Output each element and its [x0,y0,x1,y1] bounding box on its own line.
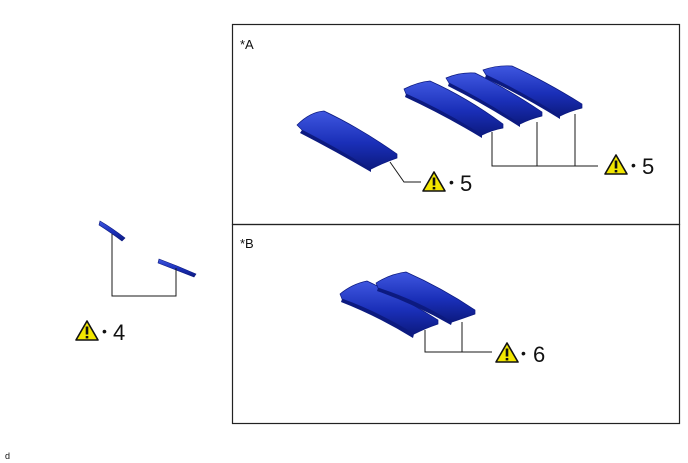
callout-bullet: • [449,174,454,190]
callout-bullet: • [521,345,526,361]
callout-bullet: • [102,323,107,339]
panel-a-single-leader [389,161,421,183]
panel-b-frame [231,223,681,425]
panel-b-leader [424,330,492,353]
caution-triangle-icon [604,154,628,175]
panel-b-part-1 [339,280,439,338]
callout-6: • 6 [495,342,545,367]
panel-b-label: *B [240,236,254,251]
callout-number: 4 [113,320,125,345]
callout-4: • 4 [75,320,125,345]
overview-leader [111,234,177,297]
callout-number: 5 [460,171,472,196]
callout-5-right: • 5 [604,154,654,179]
callout-number: 6 [533,342,545,367]
overview-strip-lower [157,258,197,278]
callout-bullet: • [631,157,636,173]
panel-a-part-2 [445,72,543,127]
callout-5-left: • 5 [422,171,472,196]
panel-b-part-2 [375,271,476,325]
panel-a-label: *A [240,37,254,52]
panel-a-part-3 [482,65,583,119]
caution-triangle-icon [422,171,446,192]
panel-a-single-part [296,110,398,172]
callout-number: 5 [642,154,654,179]
caution-triangle-icon [75,320,99,341]
panel-a-group-leader [491,132,598,167]
caution-triangle-icon [495,342,519,363]
footer-code: d [5,451,10,461]
overview-strip-upper [98,220,126,242]
panel-a-part-1 [403,80,504,138]
